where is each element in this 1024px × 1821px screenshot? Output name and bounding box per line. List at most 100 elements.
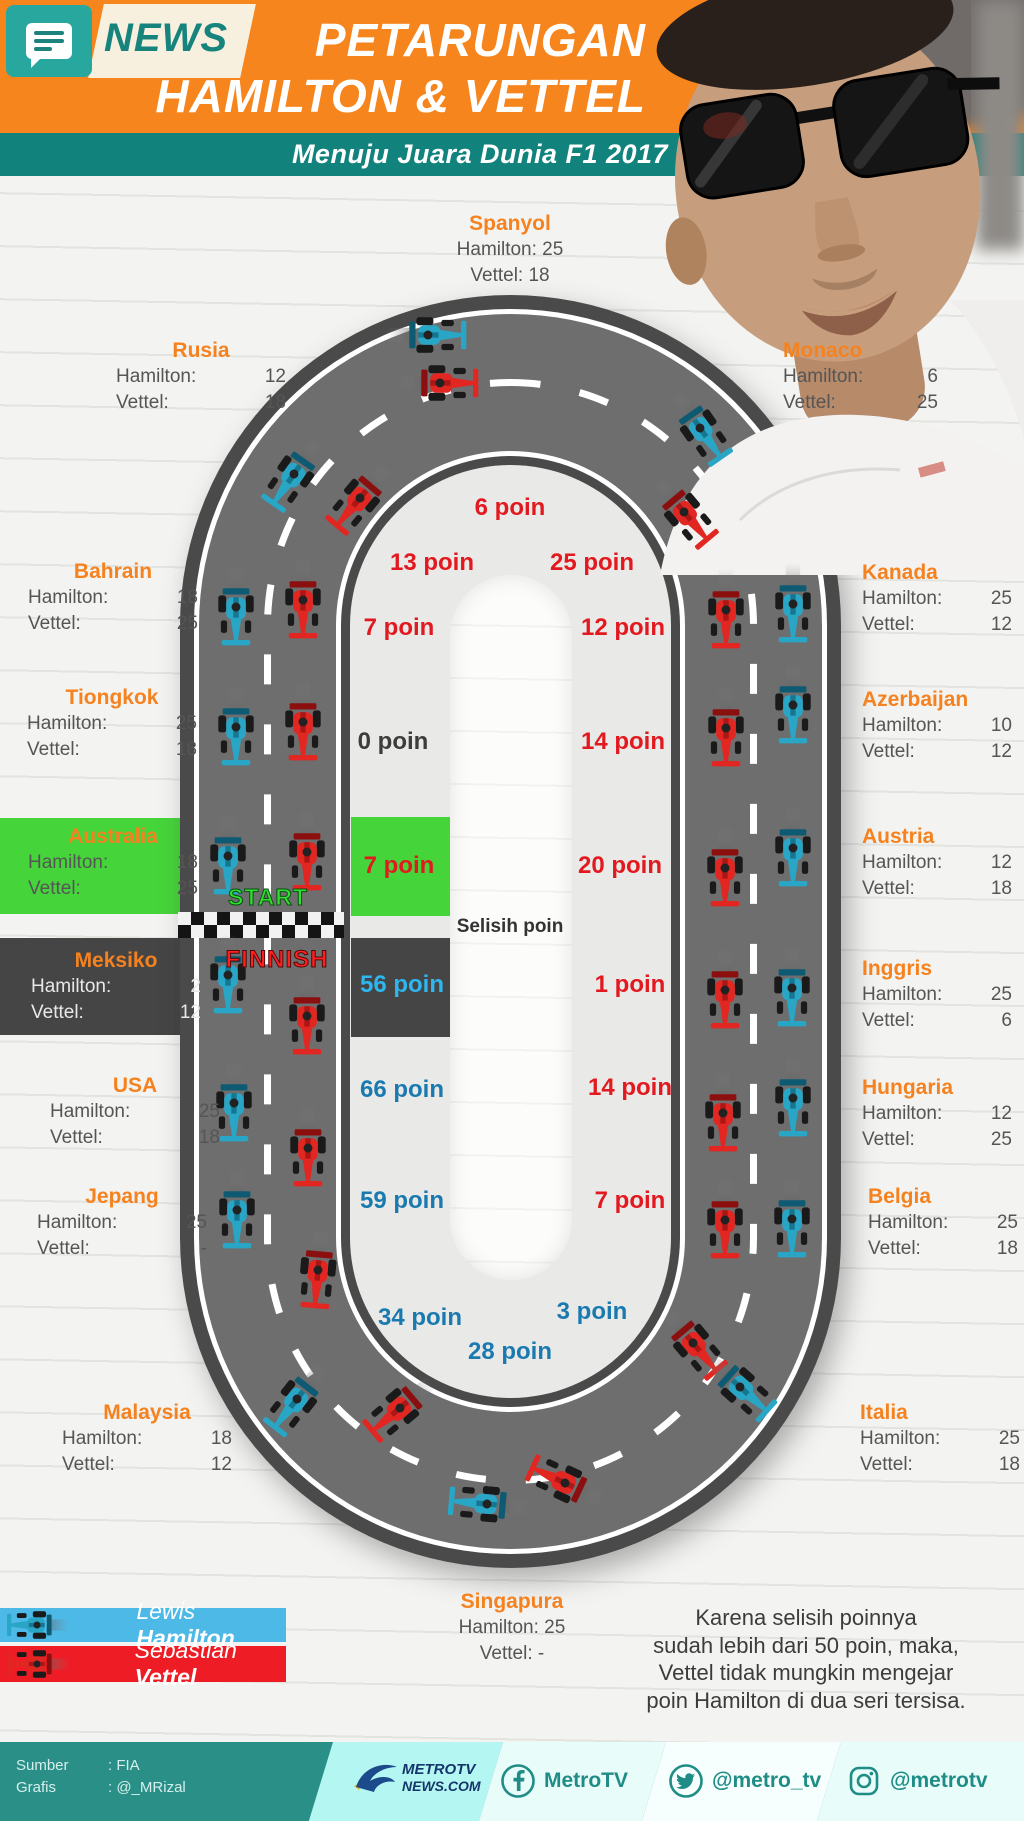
gap-label-italia: 3 poin <box>556 1298 628 1325</box>
hamilton-points-row: Hamilton:6 <box>783 366 938 387</box>
vettel-points-row: Vettel: 18 <box>470 265 550 286</box>
hamilton-points-row: Hamilton:25 <box>862 588 1012 609</box>
vettel-car-icon <box>705 1072 741 1154</box>
race-country-name: Austria <box>862 825 935 848</box>
hamilton-car-icon <box>774 947 810 1029</box>
infield-center-column <box>450 575 572 1280</box>
vettel-car-icon <box>290 1107 326 1189</box>
hamilton-points-row: Hamilton:25 <box>37 1212 207 1233</box>
race-country-name: Hungaria <box>862 1076 954 1099</box>
checkered-flag-strip <box>178 912 344 938</box>
gap-label-rusia: 13 poin <box>389 549 475 576</box>
hamilton-car-icon <box>445 1482 530 1525</box>
conclusion-note: Karena selisih poinnya sudah lebih dari … <box>646 1605 966 1713</box>
hamilton-points-row: Hamilton:12 <box>862 1103 1012 1124</box>
vettel-points-row: Vettel:25 <box>28 878 198 899</box>
vettel-points-row: Vettel: - <box>479 1643 545 1664</box>
hamilton-car-icon <box>218 566 254 648</box>
gap-label-hungaria: 14 poin <box>587 1074 673 1101</box>
selisih-poin-label: Selisih poin <box>456 916 564 937</box>
vettel-car-icon <box>708 687 744 769</box>
race-country-name: Spanyol <box>469 212 551 235</box>
instagram-icon <box>849 1766 879 1796</box>
gap-label-spanyol: 6 poin <box>474 494 546 521</box>
subtitle: Menuju Juara Dunia F1 2017 <box>291 139 669 169</box>
subtitle-band: Menuju Juara Dunia F1 2017 <box>0 133 1024 176</box>
hamilton-points-row: Hamilton: 25 <box>456 239 564 260</box>
news-label: NEWS <box>104 16 228 60</box>
metrotv-logo-box <box>6 5 92 77</box>
hamilton-car-icon <box>775 807 811 889</box>
vettel-car-icon <box>296 1228 339 1313</box>
hamilton-car-icon <box>219 1169 255 1251</box>
race-country-name: Azerbaijan <box>862 688 969 711</box>
hamilton-points-row: Hamilton:2 <box>31 976 201 997</box>
vettel-car-icon <box>285 559 321 641</box>
metrotv-swoosh-icon <box>354 1764 397 1792</box>
race-country-name: Belgia <box>868 1185 932 1208</box>
instagram-handle: @metrotv <box>890 1769 988 1792</box>
hamilton-points-row: Hamilton:25 <box>860 1428 1020 1449</box>
race-country-name: Bahrain <box>73 560 153 583</box>
hamilton-points-row: Hamilton:25 <box>868 1212 1018 1233</box>
facebook-icon <box>501 1764 535 1798</box>
twitter-handle: @metro_tv <box>712 1769 822 1792</box>
race-country-name: Tiongkok <box>65 686 159 709</box>
vettel-points-row: Vettel:18 <box>860 1454 1020 1475</box>
race-country-name: Singapura <box>460 1590 564 1613</box>
gap-label-azerbaijan: 14 poin <box>580 728 666 755</box>
gap-label-monaco: 25 poin <box>549 549 635 576</box>
vettel-points-row: Vettel:18 <box>116 392 286 413</box>
finish-label: FINNISH <box>225 946 329 974</box>
gap-label-tiongkok: 0 poin <box>357 728 429 755</box>
vettel-car-icon <box>708 569 744 651</box>
metrotvnews-logo: METROTV NEWS.COM <box>352 1756 481 1800</box>
start-label: START <box>228 884 308 911</box>
instagram-link[interactable]: @metrotv <box>846 1763 988 1799</box>
race-country-name: USA <box>112 1074 158 1097</box>
australia-highlight-cell <box>351 817 450 916</box>
title-line2: HAMILTON & VETTEL <box>155 70 646 122</box>
twitter-link[interactable]: @metro_tv <box>668 1763 821 1799</box>
vettel-car-icon <box>399 365 481 401</box>
gap-label-usa: 66 poin <box>359 1076 445 1103</box>
hamilton-car-icon <box>775 1057 811 1139</box>
australia-highlight-band <box>0 818 180 914</box>
hamilton-points-row: Hamilton:25 <box>27 713 197 734</box>
title-line1: PETARUNGAN <box>314 14 646 66</box>
hamilton-car-icon <box>218 686 254 768</box>
vettel-car-icon <box>707 827 743 909</box>
gap-label-malaysia: 34 poin <box>377 1304 463 1331</box>
race-country-name: Jepang <box>85 1185 159 1208</box>
gap-label-jepang: 59 poin <box>359 1187 445 1214</box>
facebook-handle: MetroTV <box>544 1769 628 1792</box>
vettel-points-row: Vettel:25 <box>783 392 938 413</box>
race-country-name: Inggris <box>862 957 933 980</box>
hamilton-car-icon <box>774 1178 810 1260</box>
hamilton-points-row: Hamilton:18 <box>28 852 198 873</box>
race-country-name: Rusia <box>172 339 230 362</box>
vettel-car-icon <box>285 681 321 763</box>
hamilton-car-icon <box>216 1062 252 1144</box>
credits: Sumber: FIA Grafis: @_MRizal <box>16 1757 186 1796</box>
gap-label-kanada: 12 poin <box>580 614 666 641</box>
hamilton-car-icon <box>775 664 811 746</box>
race-country-name: Kanada <box>862 561 938 584</box>
hamilton-car-icon <box>775 563 811 645</box>
vettel-points-row: Vettel:12 <box>862 741 1012 762</box>
facebook-link[interactable]: MetroTV <box>500 1763 628 1799</box>
hamilton-car-icon <box>4 1610 64 1640</box>
